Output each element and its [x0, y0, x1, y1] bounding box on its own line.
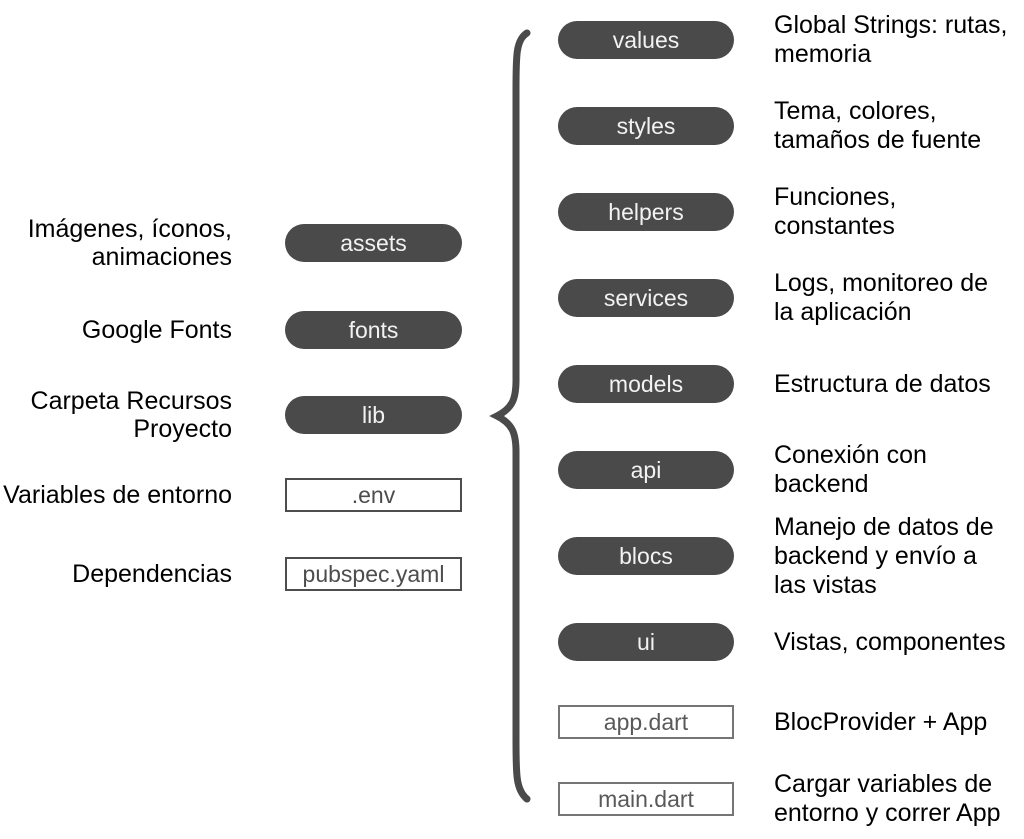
folder-pill-lib: lib	[285, 396, 462, 434]
folder-pill-services: services	[558, 279, 734, 317]
row-env: Variables de entorno .env	[0, 467, 462, 523]
helpers-description: Funciones, constantes	[774, 183, 897, 240]
row-services: services Logs, monitoreo de la aplicació…	[558, 248, 988, 348]
row-fonts: Google Fonts fonts	[0, 302, 462, 358]
blocs-description: Manejo de datos de backend y envío a las…	[774, 512, 994, 599]
curly-brace	[489, 29, 531, 803]
folder-pill-blocs: blocs	[558, 537, 734, 575]
folder-pill-assets: assets	[285, 224, 462, 262]
folder-pill-helpers: helpers	[558, 193, 734, 231]
row-assets: Imágenes, íconos, animaciones assets	[0, 215, 462, 271]
folder-pill-styles: styles	[558, 107, 734, 145]
pubspec-label: Dependencias	[72, 560, 232, 588]
assets-label: Imágenes, íconos, animaciones	[27, 215, 232, 271]
folder-pill-models: models	[558, 365, 734, 403]
row-helpers: helpers Funciones, constantes	[558, 162, 896, 262]
models-description: Estructura de datos	[774, 369, 991, 398]
row-ui: ui Vistas, componentes	[558, 592, 1006, 692]
row-pubspec: Dependencias pubspec.yaml	[0, 546, 462, 602]
file-box-env: .env	[285, 478, 462, 512]
ui-description: Vistas, componentes	[774, 627, 1006, 656]
folder-pill-values: values	[558, 21, 734, 59]
row-blocs: blocs Manejo de datos de backend y envío…	[558, 506, 994, 606]
folder-pill-ui: ui	[558, 623, 734, 661]
folder-pill-api: api	[558, 451, 734, 489]
row-main-dart: main.dart Cargar variables de entorno y …	[558, 749, 1001, 839]
row-api: api Conexión con backend	[558, 420, 927, 520]
values-description: Global Strings: rutas, memoria	[774, 11, 1008, 68]
row-app-dart: app.dart BlocProvider + App	[558, 672, 987, 772]
api-description: Conexión con backend	[774, 441, 927, 498]
lib-label: Carpeta Recursos Proyecto	[30, 387, 232, 443]
styles-description: Tema, colores, tamaños de fuente	[774, 97, 982, 154]
row-styles: styles Tema, colores, tamaños de fuente	[558, 76, 981, 176]
folder-pill-fonts: fonts	[285, 311, 462, 349]
row-models: models Estructura de datos	[558, 334, 991, 434]
row-values: values Global Strings: rutas, memoria	[558, 0, 1007, 90]
env-label: Variables de entorno	[3, 481, 232, 509]
file-box-app-dart: app.dart	[558, 705, 734, 739]
fonts-label: Google Fonts	[81, 316, 232, 344]
file-box-pubspec: pubspec.yaml	[285, 557, 462, 591]
main-dart-description: Cargar variables de entorno y correr App	[774, 770, 1001, 827]
app-dart-description: BlocProvider + App	[774, 707, 988, 736]
services-description: Logs, monitoreo de la aplicación	[774, 269, 989, 326]
row-lib: Carpeta Recursos Proyecto lib	[0, 387, 462, 443]
file-box-main-dart: main.dart	[558, 782, 734, 816]
